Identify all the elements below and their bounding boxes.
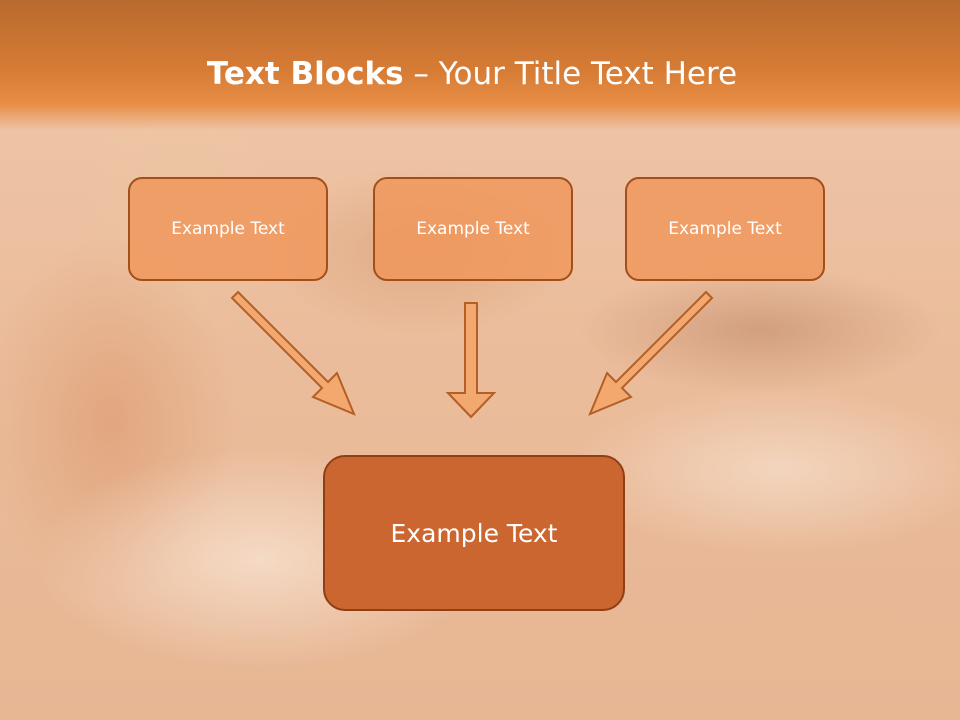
arrow-right-to-center xyxy=(588,290,714,416)
text-block-left[interactable]: Example Text xyxy=(128,177,328,281)
text-block-right[interactable]: Example Text xyxy=(625,177,825,281)
title-dash: – xyxy=(403,56,439,92)
arrow-down xyxy=(445,302,497,419)
slide-title: Text Blocks – Your Title Text Here xyxy=(0,56,944,92)
title-bold-part: Text Blocks xyxy=(206,56,404,92)
text-block-target[interactable]: Example Text xyxy=(323,455,625,611)
title-rest-part: Your Title Text Here xyxy=(438,56,738,92)
arrow-left-to-center xyxy=(230,290,356,416)
title-banner xyxy=(0,0,960,130)
text-block-center[interactable]: Example Text xyxy=(373,177,573,281)
